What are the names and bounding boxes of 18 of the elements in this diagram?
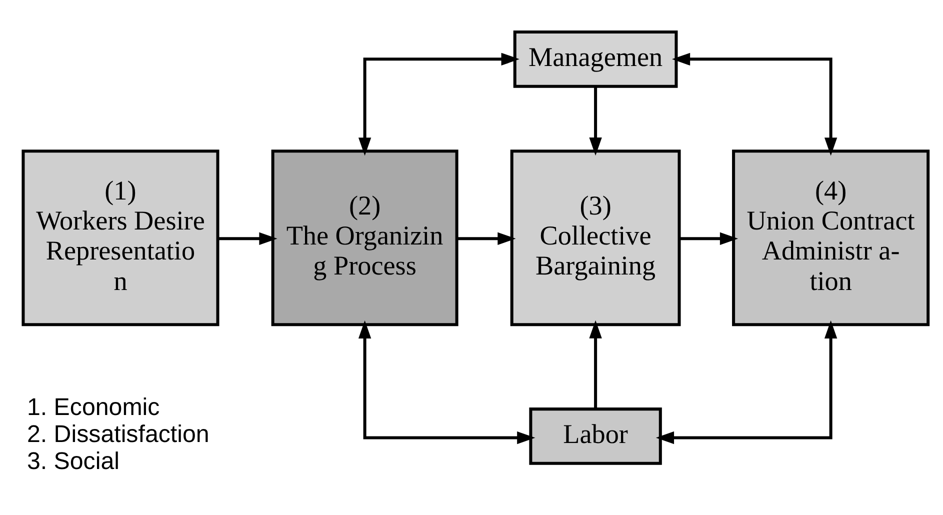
arrow (358, 52, 520, 156)
label: 1. Economic (26, 394, 160, 421)
node-box: (2) The Organizin g Process (271, 150, 458, 326)
node-box: (3) Collective Bargaining (510, 150, 681, 326)
node-box: (1) Workers Desire Representatio n (22, 150, 220, 326)
arrow (457, 232, 516, 245)
label: 2. Dissatisfaction (26, 420, 210, 448)
arrow (672, 52, 838, 156)
arrow (589, 86, 602, 156)
arrow (656, 320, 838, 444)
arrow (589, 320, 602, 410)
arrow (358, 320, 536, 444)
node-box: Labor (529, 408, 662, 465)
arrow (680, 232, 738, 245)
node-box: (4) Union Contract Administr a- tion (732, 150, 930, 326)
label: 3. Social (26, 448, 120, 476)
arrow (218, 232, 278, 245)
node-box: Managemen (513, 30, 678, 88)
